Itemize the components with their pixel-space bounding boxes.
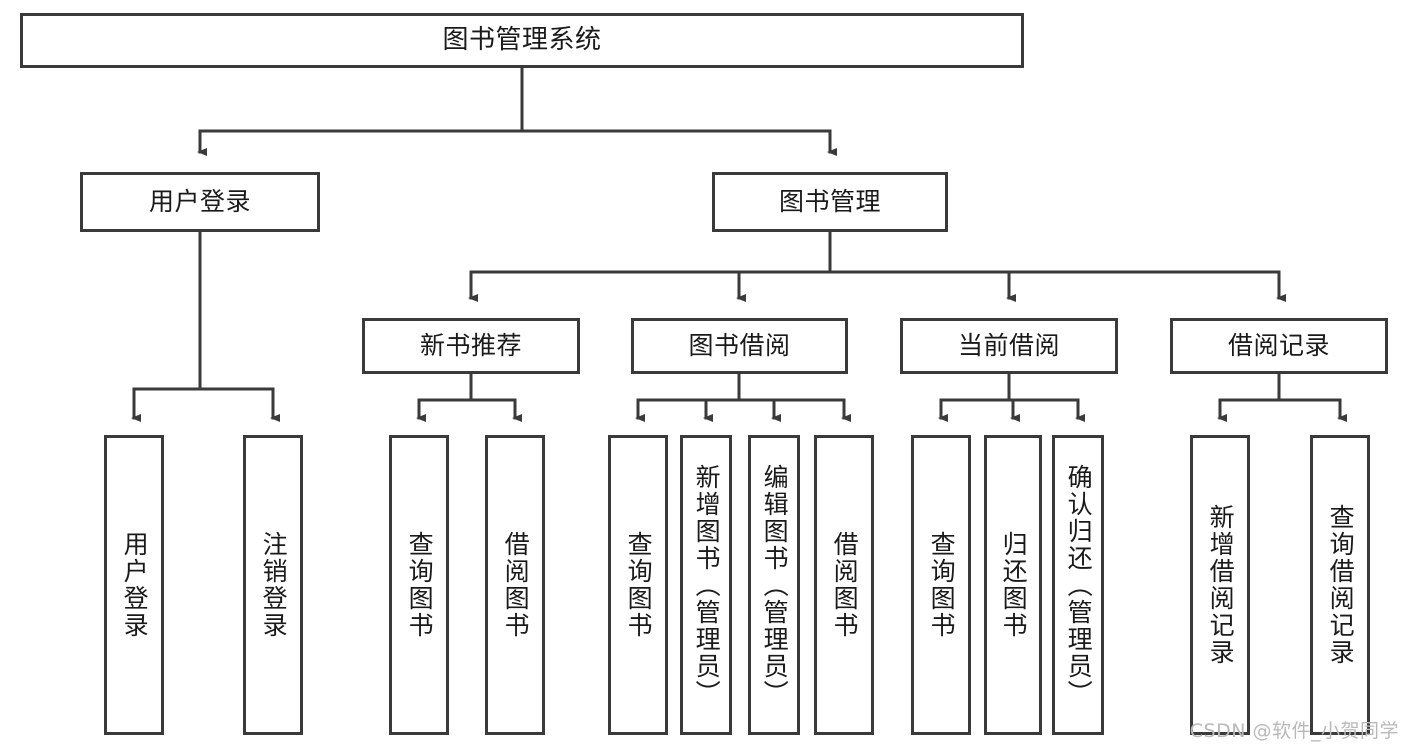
node-book-manage[interactable]: 图书管理 [712, 172, 948, 232]
node-leaf-query-book-1-label: 查询图书 [405, 531, 435, 639]
node-user-login-label: 用户登录 [148, 187, 251, 217]
node-leaf-query-record-label: 查询借阅记录 [1326, 504, 1356, 666]
node-leaf-query-record[interactable]: 查询借阅记录 [1310, 435, 1370, 735]
node-leaf-query-book-3[interactable]: 查询图书 [911, 435, 971, 735]
node-leaf-confirm-return[interactable]: 确认归还（管理员） [1052, 435, 1104, 735]
node-book-borrow[interactable]: 图书借阅 [631, 318, 848, 374]
node-root[interactable]: 图书管理系统 [20, 13, 1024, 68]
node-leaf-borrow-book-2[interactable]: 借阅图书 [814, 435, 874, 735]
node-borrow-record[interactable]: 借阅记录 [1170, 318, 1388, 374]
node-leaf-add-record-label: 新增借阅记录 [1206, 504, 1236, 666]
node-new-book-recommend-label: 新书推荐 [419, 331, 522, 361]
node-leaf-edit-book-label: 编辑图书（管理员） [760, 463, 790, 707]
node-leaf-query-book-1[interactable]: 查询图书 [389, 435, 449, 735]
node-leaf-add-record[interactable]: 新增借阅记录 [1190, 435, 1250, 735]
node-root-label: 图书管理系统 [442, 25, 602, 56]
node-leaf-borrow-book-2-label: 借阅图书 [830, 531, 860, 639]
node-borrow-record-label: 借阅记录 [1227, 331, 1330, 361]
node-leaf-query-book-2[interactable]: 查询图书 [608, 435, 668, 735]
node-current-borrow[interactable]: 当前借阅 [900, 318, 1118, 374]
watermark: CSDN @软件_小贺同学 [1189, 720, 1399, 742]
node-leaf-query-book-3-label: 查询图书 [927, 531, 957, 639]
node-book-manage-label: 图书管理 [778, 187, 881, 217]
node-leaf-borrow-book-1[interactable]: 借阅图书 [485, 435, 545, 735]
node-leaf-user-logout[interactable]: 注销登录 [243, 435, 303, 735]
node-new-book-recommend[interactable]: 新书推荐 [362, 318, 580, 374]
node-leaf-user-logout-label: 注销登录 [259, 531, 289, 639]
node-leaf-add-book-label: 新增图书（管理员） [692, 463, 722, 707]
node-user-login[interactable]: 用户登录 [80, 172, 320, 232]
node-leaf-return-book-label: 归还图书 [999, 531, 1029, 639]
node-leaf-return-book[interactable]: 归还图书 [984, 435, 1042, 735]
node-leaf-user-login[interactable]: 用户登录 [104, 435, 164, 735]
node-current-borrow-label: 当前借阅 [957, 331, 1060, 361]
node-leaf-borrow-book-1-label: 借阅图书 [501, 531, 531, 639]
node-leaf-add-book[interactable]: 新增图书（管理员） [680, 435, 732, 735]
node-leaf-query-book-2-label: 查询图书 [624, 531, 654, 639]
node-leaf-user-login-label: 用户登录 [120, 531, 150, 639]
node-leaf-edit-book[interactable]: 编辑图书（管理员） [748, 435, 800, 735]
node-book-borrow-label: 图书借阅 [688, 331, 791, 361]
node-leaf-confirm-return-label: 确认归还（管理员） [1064, 463, 1094, 707]
